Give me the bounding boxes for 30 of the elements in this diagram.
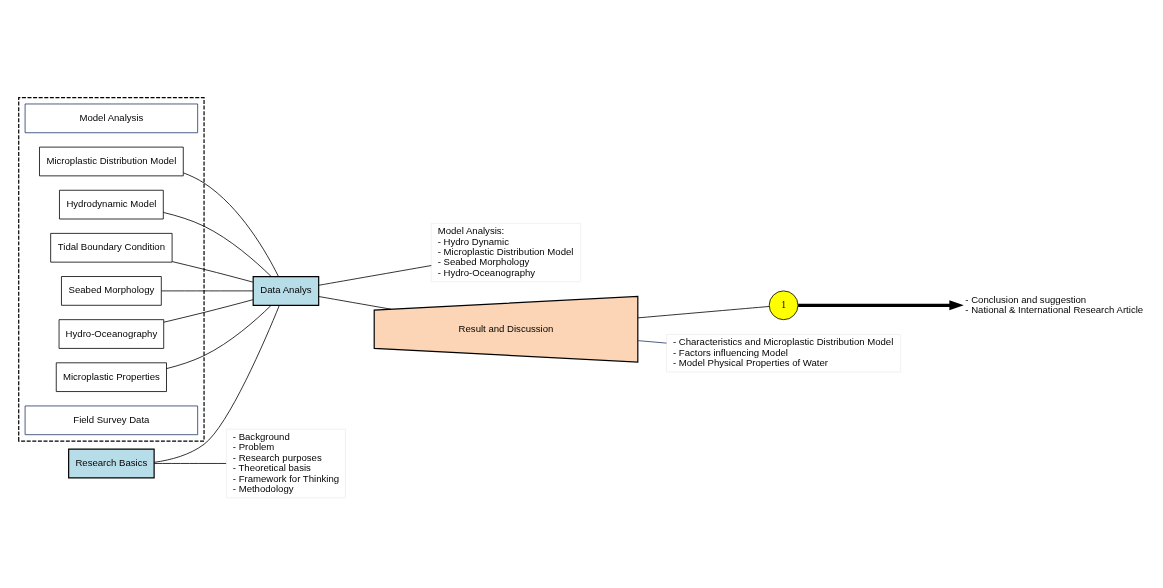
arrow (798, 299, 964, 310)
node-box: - Characteristics and Microplastic Distribution Model - Factors influencing Model - Model Physical Properties of Water (666, 333, 902, 372)
node-box: - Background - Problem - Research purposes - Theoretical basis - Framework for Thinking - Methodology (226, 428, 346, 498)
connector (163, 298, 254, 323)
node-box: Hydrodynamic Model (59, 189, 164, 219)
node-box: Data Analys (252, 275, 320, 306)
node-box: Microplastic Properties (55, 361, 167, 392)
connector (171, 260, 254, 282)
connector (318, 295, 392, 310)
connector (183, 172, 279, 277)
connector (318, 264, 432, 286)
node-box: Field Survey Data (24, 405, 199, 435)
connector (637, 339, 667, 343)
node-box: Seabed Morphology (61, 275, 162, 306)
connector (161, 290, 254, 291)
connector (153, 462, 227, 464)
node-box: Model Analysis (24, 103, 199, 133)
node-text: - Conclusion and suggestion - National & International Research Article (965, 293, 1144, 315)
node-box: Hydro-Oceanography (58, 318, 165, 349)
connector (166, 304, 272, 369)
node-circle: 1 (768, 290, 799, 320)
connector (153, 304, 280, 463)
connector (163, 211, 272, 277)
node-box: Tidal Boundary Condition (50, 232, 173, 263)
node-box: Microplastic Distribution Model (39, 146, 184, 176)
node-box: Research Basics (68, 447, 155, 478)
node-box: Model Analysis: - Hydro Dynamic - Microplastic Distribution Model - Seabed Morphology - Hydro-Oceanography (430, 222, 582, 282)
node-box: Result and Discussion (373, 295, 639, 363)
cluster (18, 96, 205, 442)
connector (637, 305, 770, 318)
